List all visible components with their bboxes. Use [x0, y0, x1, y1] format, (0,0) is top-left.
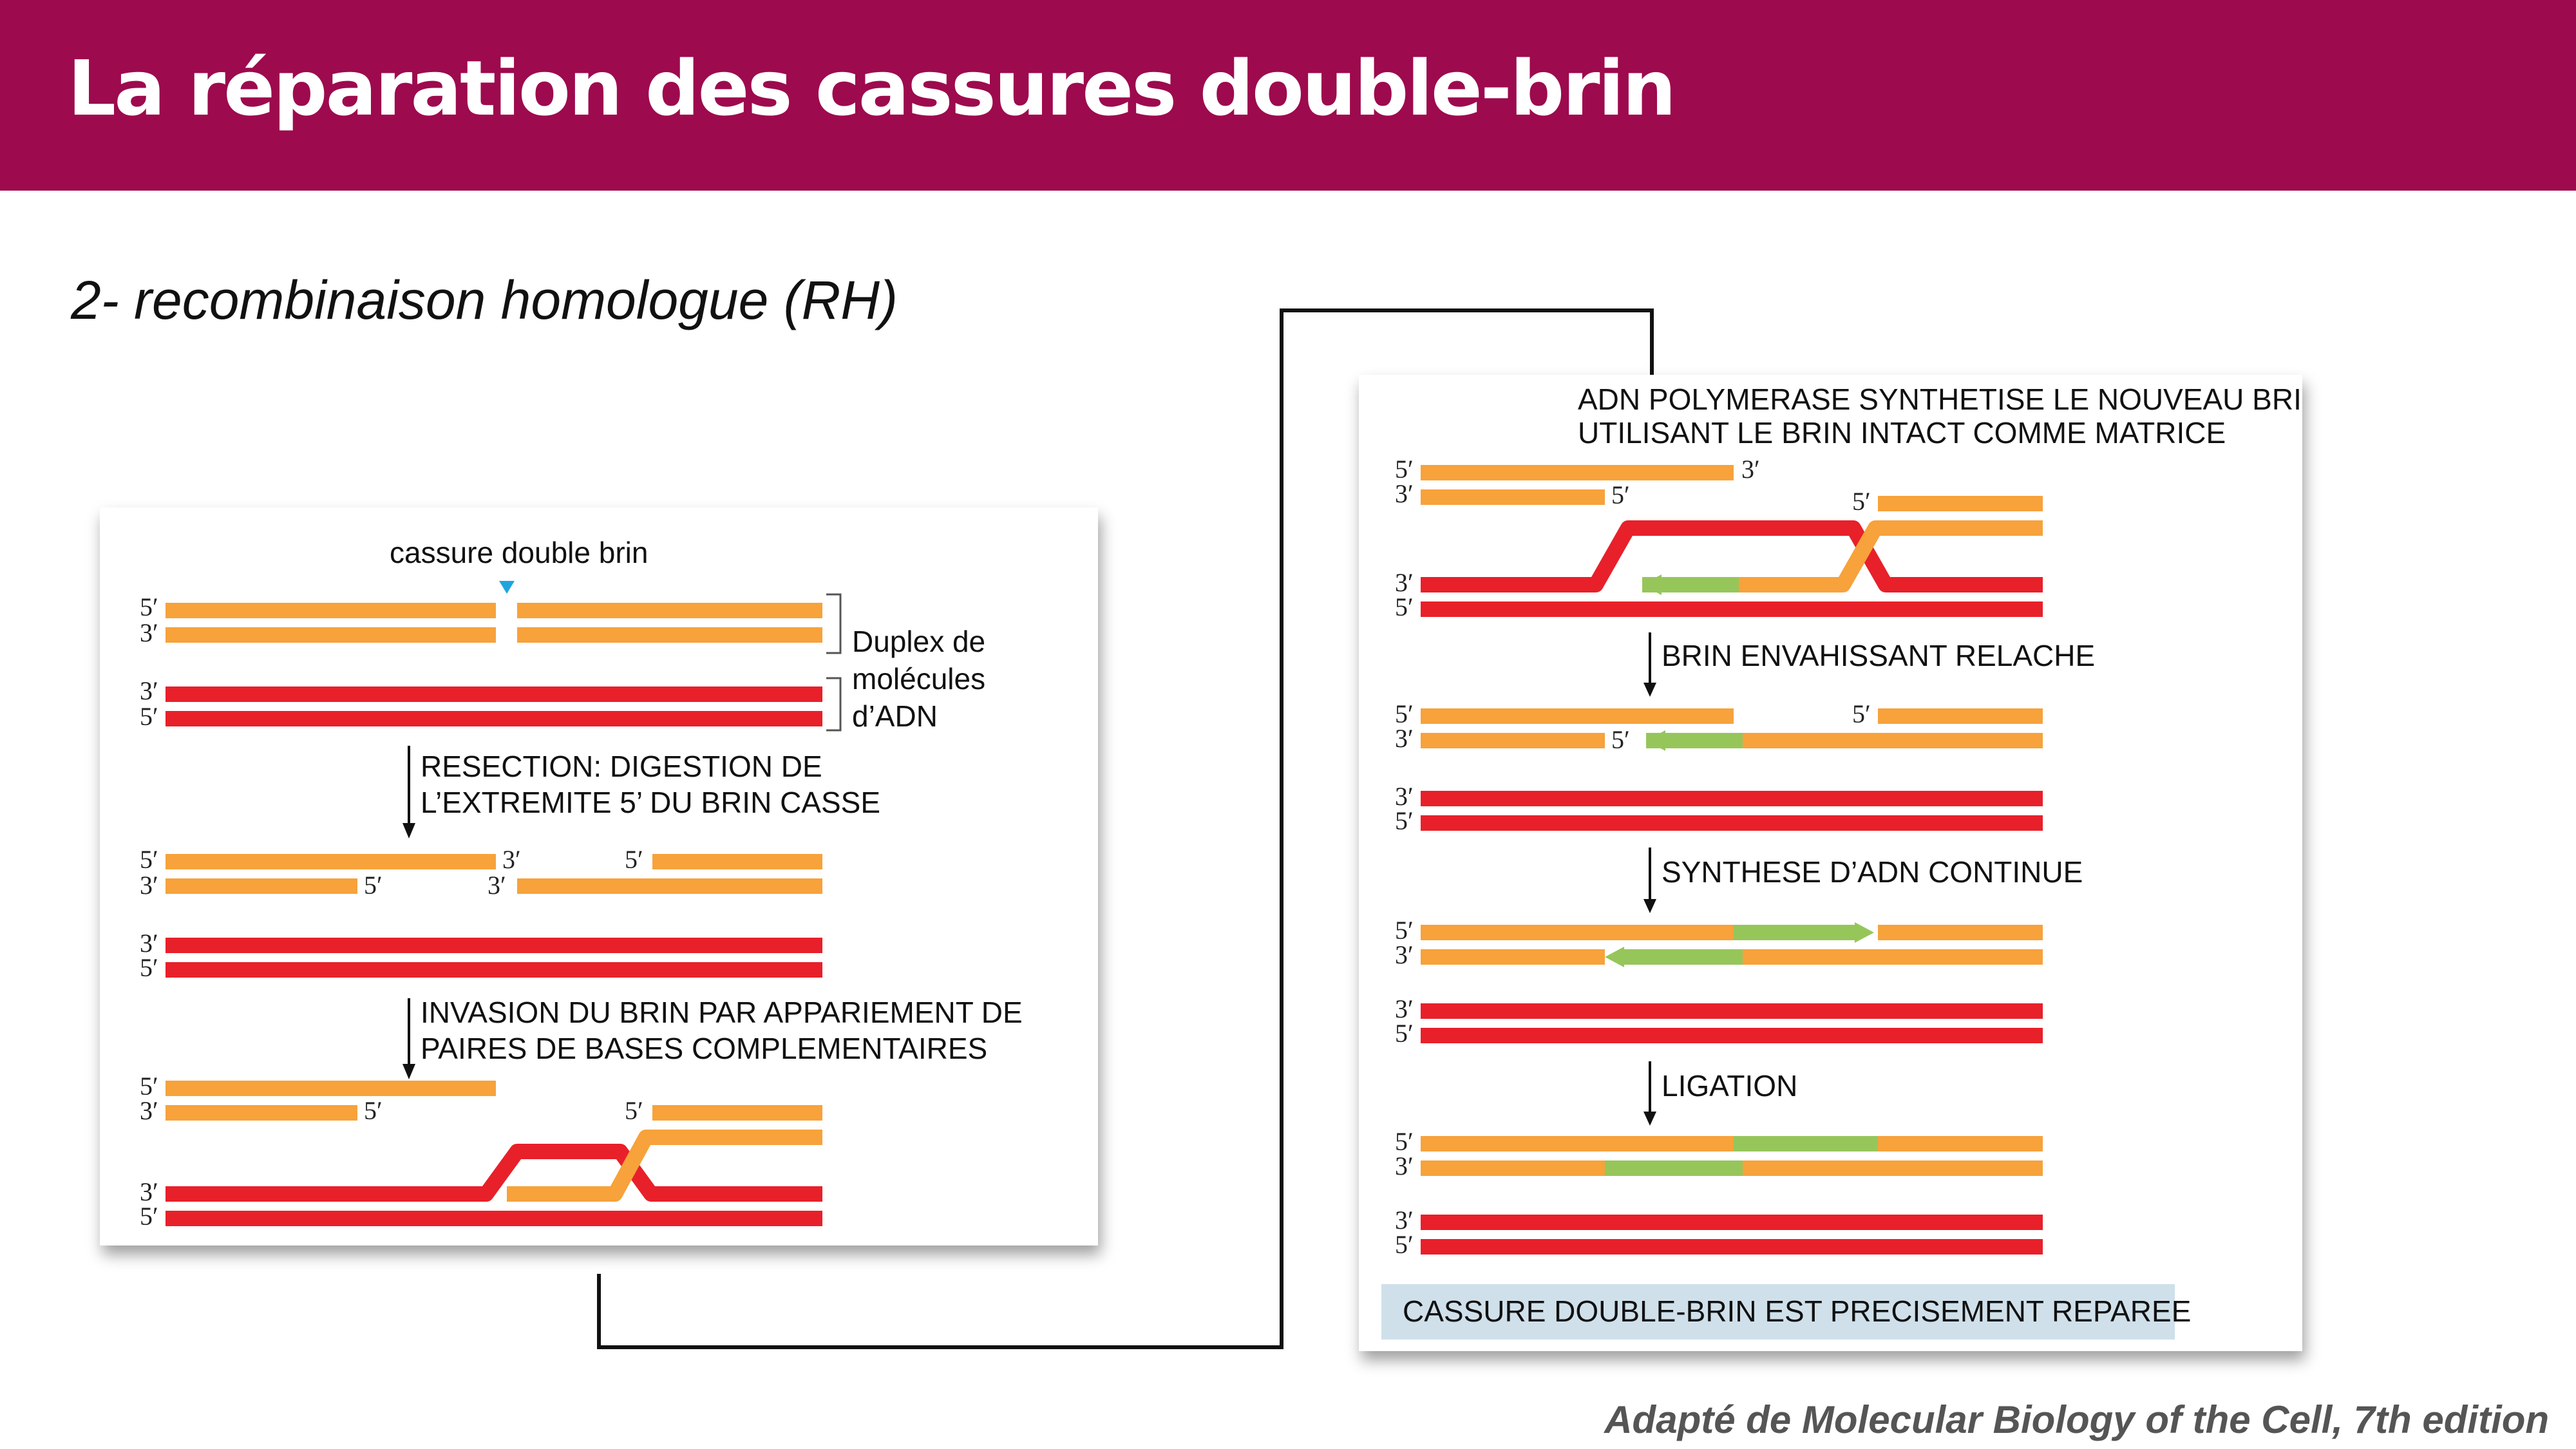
step-ligation-text: LIGATION	[1662, 1069, 1797, 1103]
arrow-left-icon	[1605, 947, 1624, 967]
strand-end-5prime: 5′	[140, 953, 158, 982]
strand-end-5prime: 5′	[1611, 725, 1630, 754]
strand-end-3prime: 3′	[1395, 1206, 1414, 1235]
source-credit: Adapté de Molecular Biology of the Cell,…	[1604, 1398, 2549, 1441]
strand-end-5prime: 5′	[140, 1072, 158, 1101]
strand-end-3prime: 3′	[140, 929, 158, 958]
strand-end-3prime: 3′	[1395, 994, 1414, 1023]
arrow-left-icon	[1646, 730, 1665, 751]
diagram-duplex-homolog: 3′ 5′	[140, 676, 822, 731]
slide-subtitle: 2- recombinaison homologue (RH)	[71, 270, 898, 330]
duplex-label-line: d’ADN	[852, 699, 938, 733]
result-box	[1381, 1284, 2175, 1340]
duplex-bracket	[826, 593, 842, 654]
strand-end-5prime: 5′	[140, 592, 158, 621]
strand-end-5prime: 5′	[1395, 916, 1414, 945]
result-text: CASSURE DOUBLE-BRIN EST PRECISEMENT REPA…	[1403, 1294, 2191, 1328]
panel-synthesis-ligation: ADN POLYMERASE SYNTHETISE LE NOUVEAU BRI…	[1359, 375, 2302, 1351]
strand-end-5prime: 5′	[625, 1096, 643, 1125]
strand-end-3prime: 3′	[1395, 782, 1414, 811]
strand-end-5prime: 5′	[140, 845, 158, 874]
step-invasion-text: INVASION DU BRIN PAR APPARIEMENT DE	[421, 996, 1023, 1029]
diagram-duplex-resected: 5′ 3′ 3′ 5′ 3′ 5′	[140, 845, 822, 900]
strand-end-5prime: 5′	[364, 871, 383, 900]
diagram-duplex-broken: 5′ 3′	[140, 592, 822, 647]
strand-end-3prime: 3′	[140, 1096, 158, 1125]
duplex-bracket	[826, 677, 842, 732]
break-label: cassure double brin	[390, 536, 648, 569]
triangle-down-icon	[499, 581, 515, 594]
step-resection-text: RESECTION: DIGESTION DE	[421, 750, 822, 783]
strand-end-3prime: 3′	[1741, 455, 1760, 484]
strand-end-5prime: 5′	[1395, 1230, 1414, 1259]
strand-end-3prime: 3′	[1395, 568, 1414, 597]
strand-end-3prime: 3′	[488, 871, 506, 900]
diagram-ligated: 5′ 3′ 3′ 5′	[1395, 1127, 2043, 1259]
step-release-text: BRIN ENVAHISSANT RELACHE	[1662, 639, 2095, 672]
panel-resection-invasion: cassure double brin 5′ 3′ 3′ 5′ Duplex d…	[100, 507, 1098, 1245]
strand-end-3prime: 3′	[1395, 479, 1414, 508]
strand-end-3prime: 3′	[140, 871, 158, 900]
step-invasion-text: PAIRES DE BASES COMPLEMENTAIRES	[421, 1032, 987, 1065]
strand-end-5prime: 5′	[140, 1202, 158, 1231]
title-bar: La réparation des cassures double-brin	[0, 0, 2576, 191]
arrow-right-icon	[1855, 922, 1874, 943]
arrow-down-icon	[1643, 632, 1656, 697]
diagram-strand-invasion: 5′ 3′ 5′ 5′ 3′ 5′	[140, 1072, 822, 1231]
strand-end-3prime: 3′	[502, 845, 521, 874]
arrow-down-icon	[402, 998, 415, 1079]
diagram-polymerase-synthesis: 5′ 3′ 3′ 5′ 5′ 3′ 5′	[1395, 455, 2043, 621]
strand-end-3prime: 3′	[140, 1177, 158, 1206]
strand-end-5prime: 5′	[1852, 699, 1871, 728]
strand-end-5prime: 5′	[1395, 1019, 1414, 1048]
diagram-strand-released: 5′ 3′ 5′ 5′ 3′ 5′	[1395, 699, 2043, 835]
arrow-down-icon	[402, 746, 415, 838]
diagram-duplex-homolog: 3′ 5′	[140, 929, 822, 982]
strand-end-5prime: 5′	[364, 1096, 383, 1125]
strand-end-3prime: 3′	[1395, 940, 1414, 969]
diagram-continued-synthesis: 5′ 3′ 3′ 5′	[1395, 916, 2043, 1048]
step-synthesis-text: UTILISANT LE BRIN INTACT COMME MATRICE	[1578, 416, 2226, 450]
step-resection-text: L’EXTREMITE 5’ DU BRIN CASSE	[421, 786, 880, 819]
strand-end-3prime: 3′	[1395, 724, 1414, 753]
step-continue-text: SYNTHESE D’ADN CONTINUE	[1662, 855, 2083, 889]
strand-end-3prime: 3′	[140, 618, 158, 647]
step-synthesis-text: ADN POLYMERASE SYNTHETISE LE NOUVEAU BRI…	[1578, 383, 2302, 416]
strand-end-3prime: 3′	[140, 676, 158, 705]
strand-end-5prime: 5′	[1852, 487, 1871, 516]
strand-end-5prime: 5′	[1395, 592, 1414, 621]
strand-end-5prime: 5′	[625, 845, 643, 874]
arrow-down-icon	[1643, 1061, 1656, 1126]
slide-title: La réparation des cassures double-brin	[68, 44, 1676, 133]
strand-end-3prime: 3′	[1395, 1151, 1414, 1180]
arrow-down-icon	[1643, 848, 1656, 913]
arrow-left-icon	[1642, 574, 1662, 595]
strand-end-5prime: 5′	[1395, 455, 1414, 484]
strand-end-5prime: 5′	[140, 702, 158, 731]
strand-end-5prime: 5′	[1395, 699, 1414, 728]
duplex-label-line: Duplex de	[852, 625, 985, 658]
strand-end-5prime: 5′	[1395, 806, 1414, 835]
strand-end-5prime: 5′	[1611, 480, 1630, 509]
strand-end-5prime: 5′	[1395, 1127, 1414, 1156]
duplex-label-line: molécules	[852, 662, 985, 696]
